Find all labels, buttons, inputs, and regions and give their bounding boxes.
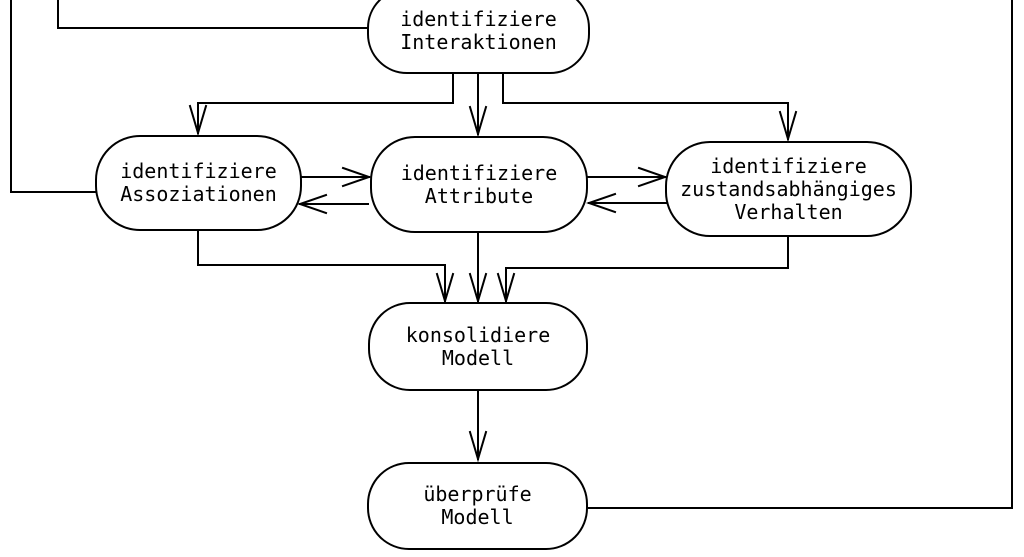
node-label: identifiziere Assoziationen	[120, 159, 277, 206]
edge-assoziationen-to-attribute	[301, 166, 373, 188]
arrowhead-down	[468, 272, 488, 305]
node-identifiziere-zustandsabhaengiges-verhalten: identifiziere zustandsabhängiges Verhalt…	[665, 141, 912, 237]
edge-konsolidiere-to-ueberpruefe	[468, 390, 488, 463]
edge-offscreen-to-assoziationen	[10, 0, 97, 193]
edge-attribute-to-konsolidiere	[468, 232, 488, 305]
edge-attribute-to-verhalten	[587, 166, 669, 188]
edge-line	[197, 73, 454, 134]
arrowhead-left	[296, 193, 328, 215]
edge-line	[197, 230, 446, 302]
edge-ueberpruefe-to-offscreen	[588, 0, 1013, 509]
node-ueberpruefe-modell: überprüfe Modell	[367, 462, 588, 550]
arrowhead-down	[468, 430, 488, 463]
node-label: konsolidiere Modell	[405, 322, 551, 370]
node-label: identifiziere Attribute	[400, 160, 558, 208]
edge-assoziationen-to-konsolidiere	[197, 230, 455, 305]
edge-verhalten-to-attribute	[585, 192, 667, 214]
node-label: überprüfe Modell	[423, 482, 532, 529]
edge-line	[57, 0, 369, 29]
arrowhead-down	[188, 104, 208, 137]
edge-attribute-to-assoziationen	[296, 193, 369, 215]
edge-verhalten-to-konsolidiere	[496, 236, 789, 305]
edge-interaktionen-to-verhalten	[502, 73, 798, 143]
node-label: identifiziere Interaktionen	[400, 7, 557, 54]
node-identifiziere-assoziationen: identifiziere Assoziationen	[95, 135, 302, 231]
edge-offscreen-to-interaktionen	[57, 0, 369, 29]
edge-line	[505, 236, 789, 302]
node-konsolidiere-modell: konsolidiere Modell	[368, 302, 588, 391]
edge-line	[588, 0, 1013, 509]
node-identifiziere-interaktionen: identifiziere Interaktionen	[367, 0, 590, 74]
edge-line	[10, 0, 97, 193]
arrowhead-right	[341, 166, 373, 188]
edge-interaktionen-to-assoziationen	[188, 73, 454, 137]
arrowhead-down	[435, 272, 455, 305]
arrowhead-down	[468, 105, 488, 138]
arrowhead-down	[778, 110, 798, 143]
arrowhead-left	[585, 192, 617, 214]
node-label: identifiziere zustandsabhängiges Verhalt…	[680, 153, 897, 224]
edge-interaktionen-to-attribute	[468, 73, 488, 138]
node-identifiziere-attribute: identifiziere Attribute	[370, 136, 588, 233]
edge-line	[502, 73, 789, 140]
arrowhead-down	[496, 272, 516, 305]
